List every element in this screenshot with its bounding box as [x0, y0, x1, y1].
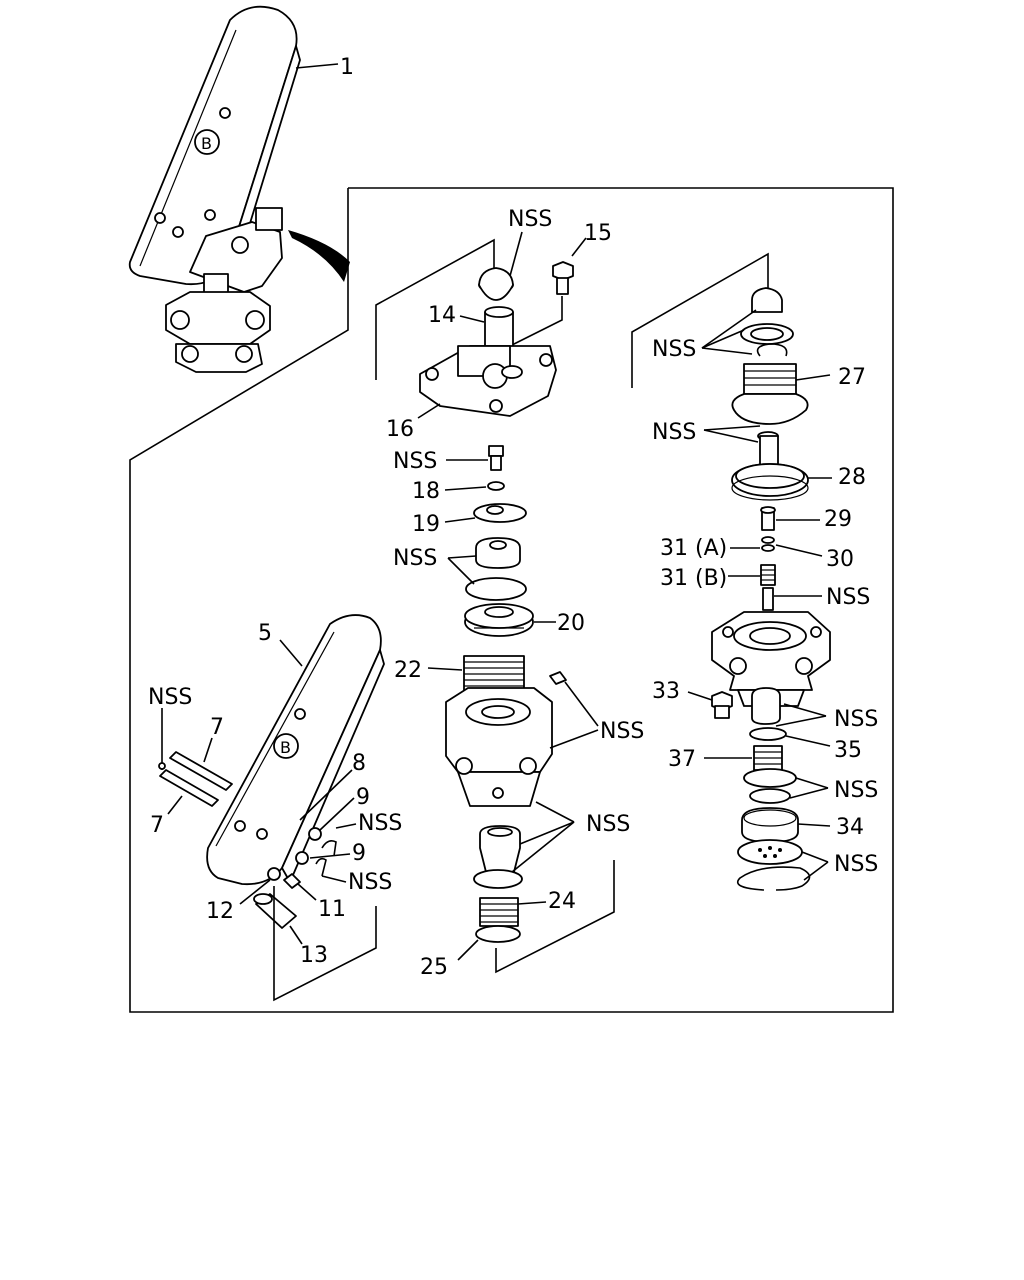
nss-label-bush-right: NSS — [834, 707, 878, 732]
callout-5: 5 — [258, 621, 272, 646]
pedal-badge-text-lower: B — [280, 738, 291, 757]
callout-15: 15 — [584, 221, 612, 246]
diagram-frame — [129, 187, 894, 1013]
callout-1: 1 — [340, 55, 354, 80]
callout-14: 14 — [428, 303, 456, 328]
callout-25: 25 — [420, 955, 448, 980]
nss-label-clip-upper: NSS — [358, 811, 402, 836]
callout-33: 33 — [652, 679, 680, 704]
callout-20: 20 — [557, 611, 585, 636]
callout-34: 35 — [834, 738, 862, 763]
callout-12: 12 — [206, 899, 234, 924]
nss-label-filter: NSS — [834, 852, 878, 877]
callout-22: 22 — [394, 658, 422, 683]
callout-9-lower: 9 — [352, 841, 366, 866]
pedal-badge-icon — [194, 129, 220, 155]
callout-31b: 31 (B) — [660, 566, 727, 591]
nss-label-valve: NSS — [586, 812, 630, 837]
callout-27: 27 — [838, 365, 866, 390]
nss-label-cap: NSS — [508, 207, 552, 232]
nss-label-rod: NSS — [826, 585, 870, 610]
callout-7-lower: 7 — [150, 813, 164, 838]
callout-11: 11 — [318, 897, 346, 922]
callout-8: 8 — [352, 751, 366, 776]
nss-label-rings: NSS — [834, 778, 878, 803]
pedal-badge-icon-lower — [273, 733, 299, 759]
nss-label-pin: NSS — [652, 420, 696, 445]
pedal-badge-text: B — [201, 134, 212, 153]
callout-30: 30 — [826, 547, 854, 572]
callout-9-upper: 9 — [356, 785, 370, 810]
callout-37-label: 34 — [836, 815, 864, 840]
nss-label-top-right: NSS — [652, 337, 696, 362]
callout-29: 29 — [824, 507, 852, 532]
callout-7-upper: 7 — [210, 715, 224, 740]
callout-19: 19 — [412, 512, 440, 537]
callout-16: 16 — [386, 417, 414, 442]
nss-label-clip-lower: NSS — [348, 870, 392, 895]
callout-35: 37 — [668, 747, 696, 772]
nss-label-bush: NSS — [393, 546, 437, 571]
callout-28: 28 — [838, 465, 866, 490]
pedal-valve-assembly: B — [128, 5, 350, 373]
nss-label-pins: NSS — [148, 685, 192, 710]
callout-18: 18 — [412, 479, 440, 504]
nss-label-body: NSS — [600, 719, 644, 744]
callout-24: 24 — [548, 889, 576, 914]
nss-label-screw: NSS — [393, 449, 437, 474]
callout-13: 13 — [300, 943, 328, 968]
callout-31a: 31 (A) — [660, 536, 727, 561]
